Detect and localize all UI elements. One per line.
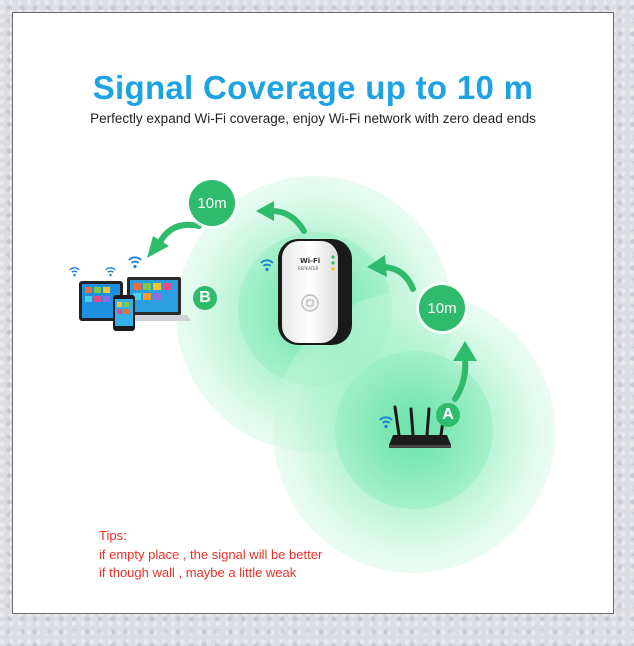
repeater-model: REPEATER [298,266,319,271]
tips-line: if empty place , the signal will be bett… [99,546,323,562]
distance-badge-top: 10m [189,180,235,226]
wifi-icon [379,416,393,429]
arrow-icon [367,255,416,292]
page-subtitle: Perfectly expand Wi-Fi coverage, enjoy W… [90,111,536,126]
repeater-icon [278,239,352,345]
arrow-icon [452,341,477,402]
arrow-icon [256,201,307,234]
distance-badge-right: 10m [419,285,465,331]
tips-heading: Tips: [99,528,127,543]
product-card: Signal Coverage up to 10 m Perfectly exp… [12,12,614,614]
arrow-icon [147,221,202,258]
devices-icon [79,277,191,331]
wifi-icon [105,267,116,277]
wifi-icon [128,256,142,269]
tips-line: if though wall , maybe a little weak [99,565,297,580]
tips-box: Tips: if empty place , the signal will b… [99,527,322,583]
point-b-label: B [193,286,217,310]
repeater-brand: Wi-Fi [300,257,321,265]
wifi-icon [69,267,80,277]
wifi-icon [260,259,274,272]
point-a-label: A [436,403,460,427]
page-title: Signal Coverage up to 10 m [92,69,534,106]
